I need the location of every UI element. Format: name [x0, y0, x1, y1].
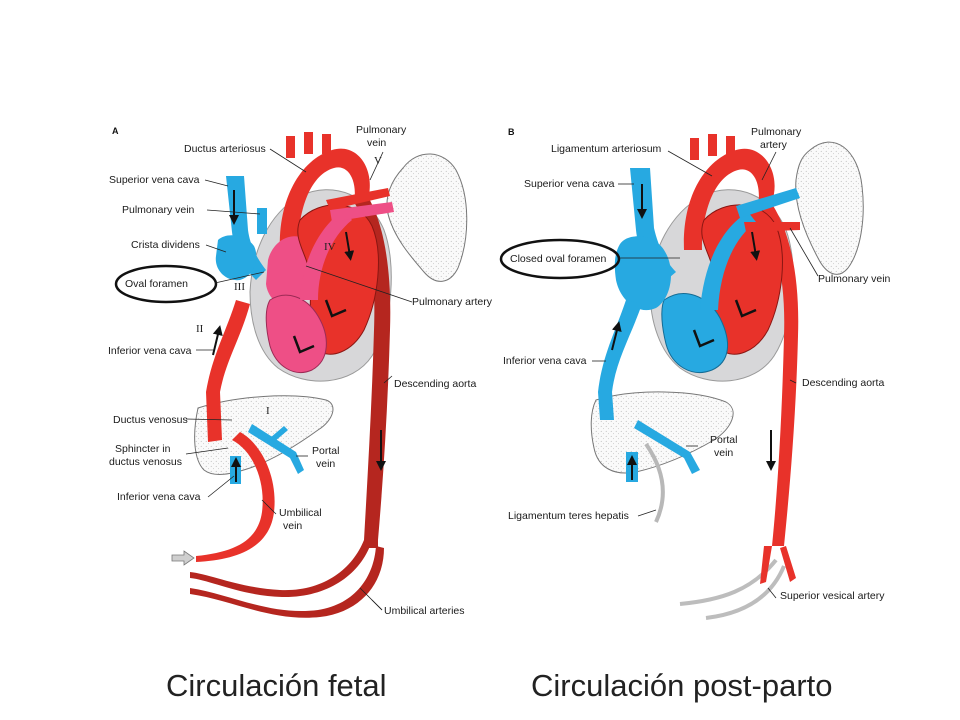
label-ligamentum-arteriosum: Ligamentum arteriosum [551, 143, 662, 155]
flow-arrow-icon [344, 231, 355, 261]
portal-vein-branch-fetal [270, 426, 288, 442]
label-pulmonary-vein-top-2: vein [367, 137, 386, 149]
label-pulmonary-artery-pp-1: Pulmonary [751, 126, 802, 138]
label-portal-vein-fetal-2: vein [316, 458, 335, 470]
leader-lines-postpartum [592, 150, 819, 599]
pulmonary-vein-branch-fetal-2 [326, 188, 390, 210]
oval-foramen-highlight [114, 264, 218, 304]
roman-ii: II [196, 323, 204, 335]
label-umbilical-vein-1: Umbilical [279, 507, 322, 519]
vesical-ligament-2 [705, 565, 786, 620]
flow-arrow-icon [734, 299, 757, 318]
pulmonary-artery-postpartum [700, 212, 756, 310]
ligamentum-teres [644, 442, 665, 523]
label-oval-foramen: Oval foramen [125, 278, 188, 290]
pulmonary-vein-small-fetal [257, 208, 267, 234]
panel-fetal: A [108, 124, 493, 618]
portal-vein-postpartum [634, 420, 700, 474]
roman-i: I [266, 405, 270, 417]
label-sphincter-2: ductus venosus [109, 456, 182, 468]
label-inferior-vena-cava-fetal: Inferior vena cava [108, 345, 192, 357]
label-pulmonary-artery-fetal: Pulmonary artery [412, 296, 493, 308]
roman-iv: IV [324, 241, 336, 253]
label-sphincter-1: Sphincter in [115, 443, 171, 455]
arch-branch-3-pp [726, 136, 735, 156]
panel-postpartum: B [499, 126, 891, 620]
flow-arrow-icon [750, 231, 761, 261]
label-pulmonary-vein-fetal: Pulmonary vein [122, 204, 195, 216]
inflow-arrow-icon [171, 550, 195, 566]
arch-branch-2-pp [708, 134, 717, 156]
lung-fetal [386, 153, 468, 282]
label-pulmonary-vein-pp: Pulmonary vein [818, 273, 891, 285]
pulmonary-vein-branch-pp [744, 222, 800, 232]
descending-aorta-postpartum [756, 198, 799, 546]
label-pulmonary-vein-top-1: Pulmonary [356, 124, 407, 136]
leader-lines-fetal [185, 148, 413, 611]
pulmonary-artery-branch-pp [736, 188, 800, 218]
label-ligamentum-teres: Ligamentum teres hepatis [508, 510, 629, 522]
arch-branch-1 [286, 136, 295, 158]
arch-branch-2 [304, 132, 313, 154]
label-umbilical-vein-2: vein [283, 520, 302, 532]
arch-branch-1-pp [690, 138, 699, 160]
portal-vein-fetal [248, 424, 304, 474]
pulmonary-artery-fetal [300, 210, 352, 300]
label-crista-dividens: Crista dividens [131, 239, 200, 251]
label-closed-oval-foramen: Closed oval foramen [510, 253, 606, 265]
inferior-vena-cava-postpartum [598, 300, 642, 420]
label-ductus-arteriosus-fetal: Ductus arteriosus [184, 143, 266, 155]
label-portal-vein-pp-1: Portal [710, 434, 737, 446]
label-descending-aorta-fetal: Descending aorta [394, 378, 476, 390]
lung-postpartum [795, 141, 864, 275]
roman-iii: III [234, 281, 245, 293]
label-ductus-venosus: Ductus venosus [113, 414, 188, 426]
closed-oval-foramen-highlight [499, 238, 621, 280]
label-pulmonary-artery-pp-2: artery [760, 139, 788, 151]
aortic-arch-postpartum [683, 148, 775, 250]
flow-arrow-icon [292, 335, 315, 354]
superior-vesical-artery [760, 546, 796, 584]
svc-bulb-fetal [215, 235, 257, 281]
label-inferior-vena-cava-pp: Inferior vena cava [503, 355, 587, 367]
flow-arrow-icon [611, 321, 622, 351]
right-ventricle-fetal [265, 294, 327, 373]
label-portal-vein-pp-2: vein [714, 447, 733, 459]
umbilical-artery-1-fetal [190, 540, 370, 598]
label-umbilical-arteries: Umbilical arteries [384, 605, 465, 617]
label-superior-vena-cava-fetal: Superior vena cava [109, 174, 200, 186]
flow-arrow-icon [212, 325, 223, 356]
superior-vena-cava-fetal [226, 176, 266, 280]
umbilical-vein-fetal [196, 432, 275, 562]
label-descending-aorta-pp: Descending aorta [802, 377, 884, 389]
label-superior-vesical-artery: Superior vesical artery [780, 590, 885, 602]
caption-fetal: Circulación fetal [166, 668, 387, 703]
right-atrium-postpartum [614, 236, 671, 311]
inferior-vena-cava-fetal [206, 300, 250, 442]
caption-postpartum: Circulación post-parto [531, 668, 833, 703]
flow-arrow-icon [692, 329, 715, 348]
label-inferior-vena-cava-2-fetal: Inferior vena cava [117, 491, 201, 503]
panel-letter-b: B [508, 127, 515, 137]
pulmonary-vein-branch-fetal [330, 202, 394, 222]
aortic-arch-fetal [279, 148, 370, 250]
roman-v: V [374, 155, 382, 167]
arch-branch-3 [322, 134, 331, 154]
label-portal-vein-fetal-1: Portal [312, 445, 339, 457]
flow-arrow-icon [324, 299, 347, 318]
panel-letter-a: A [112, 126, 119, 136]
label-superior-vena-cava-pp: Superior vena cava [524, 178, 615, 190]
